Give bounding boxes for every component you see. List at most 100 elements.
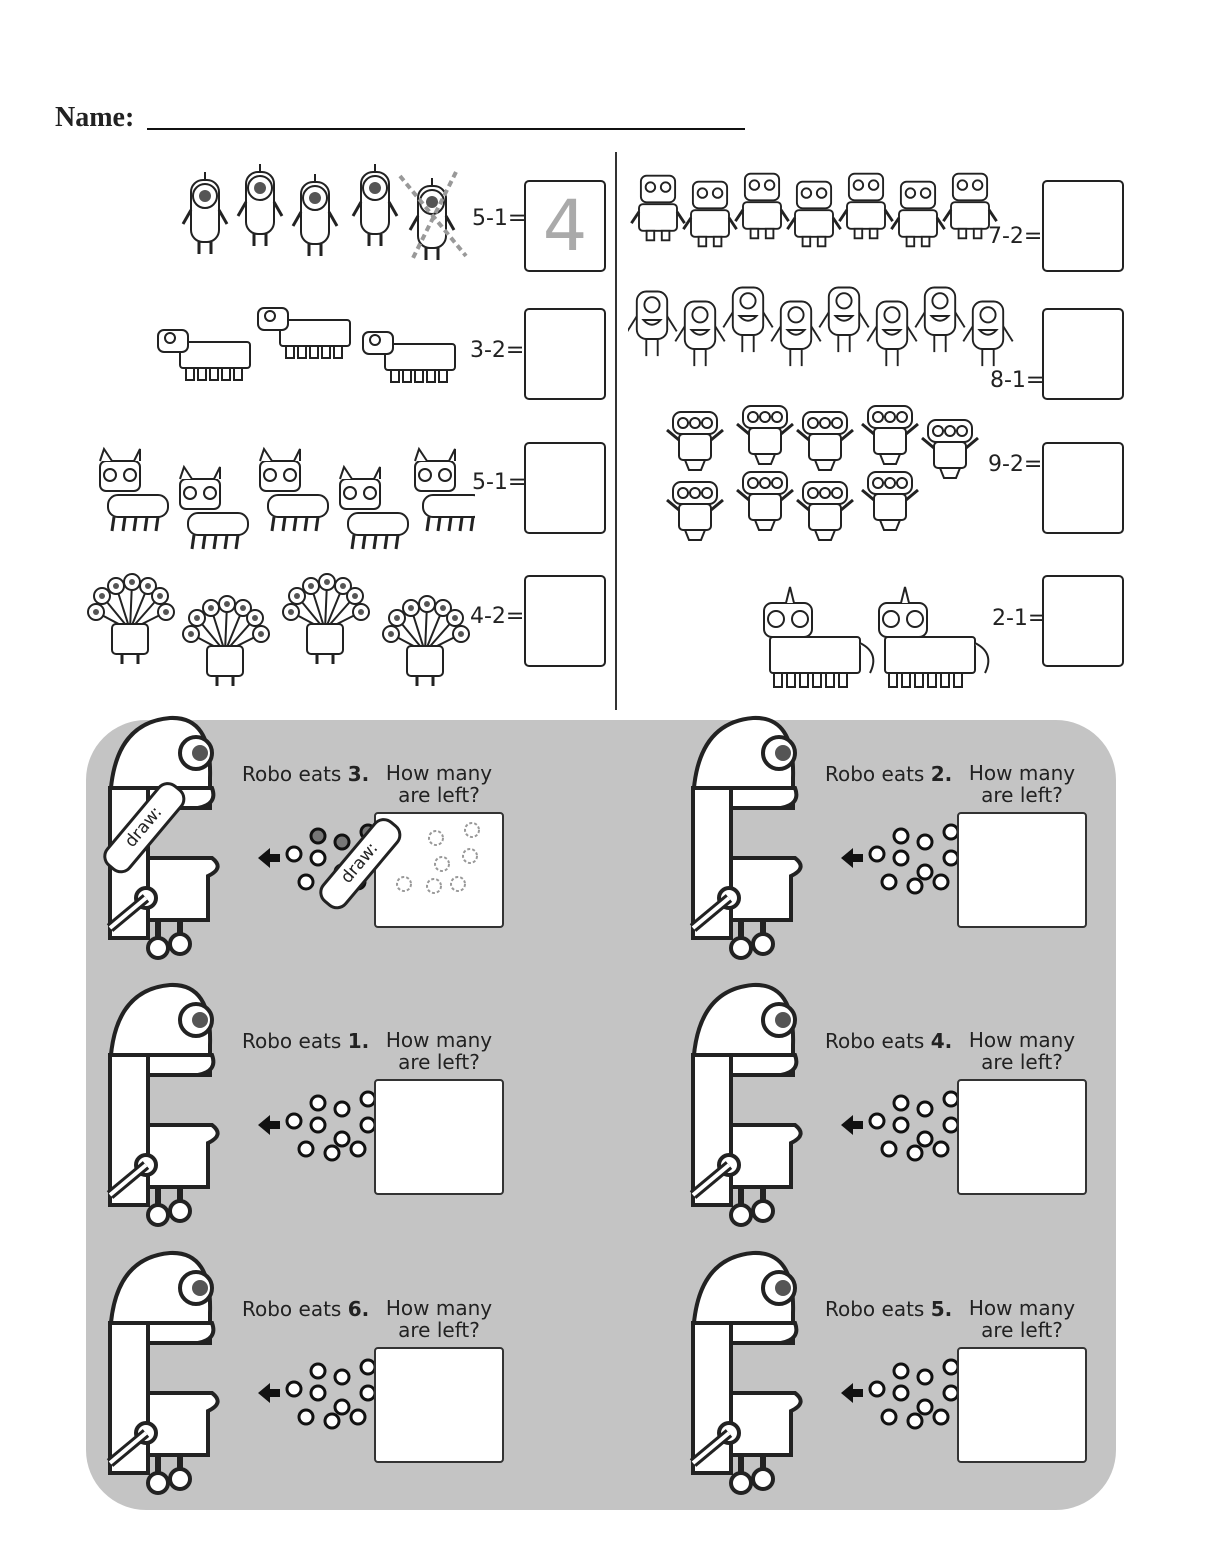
peacock-robot-icon — [87, 573, 175, 664]
dot — [297, 873, 315, 891]
dot — [333, 1398, 351, 1416]
question-line-2: are left? — [981, 783, 1063, 807]
dot — [333, 1130, 351, 1148]
robo-character — [689, 715, 803, 960]
left-problem-4-answer-box[interactable] — [524, 575, 606, 667]
left-problem-1-equation: 5-1= — [472, 206, 527, 231]
dot — [285, 845, 303, 863]
cat-robot-icon — [414, 446, 475, 532]
robo-eats-period: . — [361, 762, 370, 786]
dot — [333, 833, 351, 851]
dot — [932, 1408, 950, 1426]
dot — [942, 1384, 960, 1402]
dot — [285, 1380, 303, 1398]
box-robot-icon — [838, 172, 894, 240]
robo-character — [689, 1250, 803, 1495]
dot — [297, 1140, 315, 1158]
question-line-1: How many — [968, 1296, 1076, 1320]
right-problem-4-answer-box[interactable] — [1042, 575, 1124, 667]
dog-robot-icon — [362, 331, 456, 383]
dot — [868, 1380, 886, 1398]
left-problem-1-robots — [181, 164, 468, 261]
three-eyed-robot-icon — [796, 411, 854, 471]
right-problem-2-answer-box[interactable] — [1042, 308, 1124, 400]
question-line-2: are left? — [398, 1050, 480, 1074]
question-line-2: are left? — [981, 1050, 1063, 1074]
robo-character — [106, 982, 220, 1227]
robo-eats-label: Robo eats 4. — [825, 1029, 952, 1053]
name-row: Name: — [55, 102, 755, 138]
cat-robot-icon — [259, 446, 329, 532]
dot — [323, 1144, 341, 1162]
box-robot-icon — [942, 172, 998, 240]
left-problem-3-answer-box[interactable] — [524, 442, 606, 534]
dot — [916, 1368, 934, 1386]
robo-answer-box[interactable] — [957, 812, 1087, 928]
robo-eats-number: 4 — [930, 1029, 945, 1053]
dot — [309, 1384, 327, 1402]
three-eyed-robot-icon — [666, 481, 724, 541]
three-eyed-robot-icon — [796, 481, 854, 541]
robo-eats-period: . — [944, 1297, 953, 1321]
dot — [916, 1130, 934, 1148]
dot — [906, 1412, 924, 1430]
left-problem-2-robots — [157, 307, 456, 383]
robo-answer-box[interactable] — [374, 1079, 504, 1195]
robo-answer-box[interactable] — [957, 1347, 1087, 1463]
dot — [868, 845, 886, 863]
robo-eats-label: Robo eats 6. — [242, 1297, 369, 1321]
name-field[interactable] — [147, 128, 745, 130]
right-problem-1-answer-box[interactable] — [1042, 180, 1124, 272]
robo-answer-box[interactable] — [374, 1347, 504, 1463]
food-dots — [258, 1090, 377, 1162]
left-problem-3-equation: 5-1= — [472, 470, 527, 495]
right-problem-3-answer-box[interactable] — [1042, 442, 1124, 534]
dot — [349, 1140, 367, 1158]
dot — [880, 1140, 898, 1158]
robo-eats-number: 6 — [347, 1297, 362, 1321]
left-problem-2-answer-box[interactable] — [524, 308, 606, 400]
dot — [359, 1384, 377, 1402]
left-problem-3-robots — [99, 446, 475, 550]
box-robot-icon — [734, 172, 790, 240]
robo-answer-box[interactable] — [957, 1079, 1087, 1195]
dot — [285, 1112, 303, 1130]
robo-eats-period: . — [944, 762, 953, 786]
cyclops-robot-icon — [628, 290, 678, 357]
question-line-1: How many — [968, 761, 1076, 785]
robo-eats-number: 5 — [930, 1297, 945, 1321]
unicorn-robot-icon — [763, 586, 875, 688]
dot — [309, 849, 327, 867]
dot — [349, 1408, 367, 1426]
example-drawn-dots — [396, 822, 480, 894]
robo-eats-label: Robo eats 3. — [242, 762, 369, 786]
one-eyed-tall-robot-icon — [181, 172, 229, 254]
one-eyed-tall-robot-icon — [236, 164, 284, 246]
one-eyed-tall-robot-icon — [291, 174, 339, 256]
robo-eats-label: Robo eats 2. — [825, 762, 952, 786]
robo-eats-prefix: Robo eats — [242, 1297, 348, 1321]
unicorn-robot-icon — [878, 586, 990, 688]
robo-answer-box[interactable] — [374, 812, 504, 928]
dot — [323, 1412, 341, 1430]
dot — [359, 1116, 377, 1134]
cyclops-robot-icon — [914, 286, 966, 353]
left-problem-1-answer-box[interactable]: 4 — [524, 180, 606, 272]
cyclops-robot-icon — [866, 300, 918, 367]
dot — [942, 1358, 960, 1376]
right-problem-4-robots — [763, 586, 990, 688]
dot — [309, 1094, 327, 1112]
cyclops-robot-icon — [770, 300, 822, 367]
dot — [892, 1384, 910, 1402]
food-dots — [841, 823, 960, 895]
dot — [892, 1362, 910, 1380]
box-robot-icon — [630, 174, 686, 242]
robo-eats-period: . — [361, 1029, 370, 1053]
right-problem-3-equation: 9-2= — [988, 452, 1043, 477]
dot — [892, 849, 910, 867]
arrow-left-icon — [841, 848, 863, 868]
dot — [892, 1094, 910, 1112]
